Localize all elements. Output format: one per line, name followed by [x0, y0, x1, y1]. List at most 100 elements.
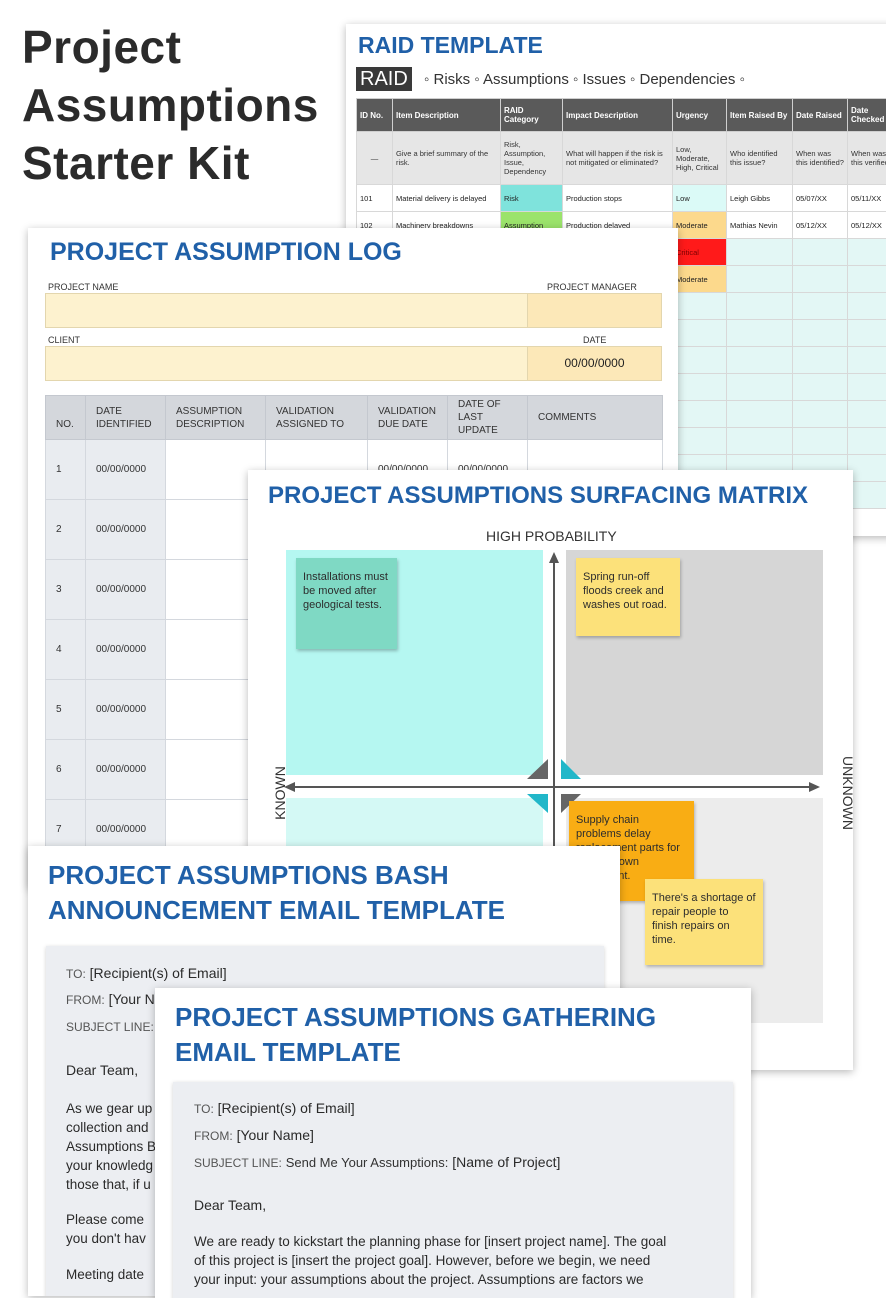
table-cell[interactable]: Low	[673, 185, 727, 212]
table-cell[interactable]	[727, 266, 793, 293]
bash-to-value[interactable]: [Recipient(s) of Email]	[90, 965, 227, 981]
gather-subject-value[interactable]: [Name of Project]	[452, 1154, 560, 1170]
raid-legend: ◦ Risks ◦ Assumptions ◦ Issues ◦ Depende…	[424, 71, 745, 88]
bash-para1-line: Assumptions B	[66, 1137, 156, 1156]
date-field[interactable]: 00/00/0000	[527, 346, 662, 381]
gather-body-line: of this project is [insert the project g…	[194, 1251, 724, 1270]
kit-title-line-1: Project	[22, 18, 319, 76]
gather-title: PROJECT ASSUMPTIONS GATHERING EMAIL TEMP…	[175, 1000, 656, 1070]
table-cell[interactable]: 00/00/0000	[86, 680, 166, 740]
sticky-note-unknown-low-2[interactable]: There's a shortage of repair people to f…	[645, 879, 763, 965]
raid-header-urgency: Urgency	[673, 99, 727, 132]
bash-paragraph-1: As we gear up collection and Assumptions…	[66, 1099, 156, 1194]
raid-header-raised-by: Item Raised By	[727, 99, 793, 132]
table-cell[interactable]: 00/00/0000	[86, 500, 166, 560]
table-cell[interactable]	[848, 239, 886, 266]
raid-title: RAID TEMPLATE	[358, 32, 543, 59]
table-cell: 1	[46, 440, 86, 500]
kit-title-line-3: Starter Kit	[22, 134, 319, 192]
project-name-label: PROJECT NAME	[48, 282, 118, 292]
table-cell[interactable]: Risk	[501, 185, 563, 212]
project-manager-field[interactable]	[527, 293, 662, 328]
table-cell[interactable]: 05/07/XX	[793, 185, 848, 212]
sticky-note-unknown-high[interactable]: Spring run-off floods creek and washes o…	[576, 558, 680, 636]
bash-para1-line: collection and	[66, 1118, 156, 1137]
table-cell[interactable]	[793, 266, 848, 293]
table-cell[interactable]: 101	[357, 185, 393, 212]
table-cell[interactable]: Leigh Gibbs	[727, 185, 793, 212]
bash-meeting-line: Meeting date	[66, 1265, 144, 1284]
table-cell[interactable]: 00/00/0000	[86, 560, 166, 620]
bash-title: PROJECT ASSUMPTIONS BASH ANNOUNCEMENT EM…	[48, 858, 505, 928]
table-cell: 6	[46, 740, 86, 800]
table-cell: —	[357, 132, 393, 185]
table-cell: What will happen if the risk is not miti…	[563, 132, 673, 185]
table-cell[interactable]: 00/00/0000	[86, 620, 166, 680]
bash-paragraph-2: Please come you don't hav	[66, 1210, 146, 1248]
gather-title-line-2: EMAIL TEMPLATE	[175, 1035, 656, 1070]
bash-title-line-2: ANNOUNCEMENT EMAIL TEMPLATE	[48, 893, 505, 928]
gather-from-label: FROM:	[194, 1129, 233, 1143]
raid-header-raid-category: RAID Category	[501, 99, 563, 132]
bash-para1-line: As we gear up	[66, 1099, 156, 1118]
gather-greeting: Dear Team,	[194, 1197, 266, 1213]
table-cell: 2	[46, 500, 86, 560]
log-header-validation-due-date: VALIDATION DUE DATE	[368, 396, 448, 440]
project-name-field[interactable]	[45, 293, 528, 328]
table-cell[interactable]: 00/00/0000	[86, 440, 166, 500]
gather-email-body: TO: [Recipient(s) of Email] FROM: [Your …	[173, 1082, 733, 1298]
table-cell[interactable]: Critical	[673, 239, 727, 266]
gather-from-line: FROM: [Your Name]	[194, 1127, 314, 1143]
table-cell[interactable]	[727, 239, 793, 266]
log-header-validation-assigned-to: VALIDATION ASSIGNED TO	[266, 396, 368, 440]
project-manager-label: PROJECT MANAGER	[547, 282, 637, 292]
table-cell: 5	[46, 680, 86, 740]
table-cell[interactable]: Mathias Nevin	[727, 212, 793, 239]
raid-header-impact-description: Impact Description	[563, 99, 673, 132]
kit-title-line-2: Assumptions	[22, 76, 319, 134]
sticky-note-known-high[interactable]: Installations must be moved after geolog…	[296, 558, 397, 649]
table-row[interactable]: 101 Material delivery is delayed Risk Pr…	[357, 185, 886, 212]
table-cell[interactable]	[793, 239, 848, 266]
log-header-assumption-description: ASSUMPTION DESCRIPTION	[166, 396, 266, 440]
gather-from-value[interactable]: [Your Name]	[237, 1127, 314, 1143]
raid-description-row: — Give a brief summary of the risk. Risk…	[357, 132, 886, 185]
table-cell: Low, Moderate, High, Critical	[673, 132, 727, 185]
table-cell: When was this identified?	[793, 132, 848, 185]
kit-title: Project Assumptions Starter Kit	[22, 18, 319, 192]
table-cell[interactable]: 05/12/XX	[793, 212, 848, 239]
log-header-row: NO. DATE IDENTIFIED ASSUMPTION DESCRIPTI…	[46, 396, 663, 440]
raid-header-item-description: Item Description	[393, 99, 501, 132]
table-cell[interactable]: 05/12/XX	[848, 212, 886, 239]
table-cell[interactable]: Material delivery is delayed	[393, 185, 501, 212]
gather-title-line-1: PROJECT ASSUMPTIONS GATHERING	[175, 1000, 656, 1035]
raid-header-date-raised: Date Raised	[793, 99, 848, 132]
table-cell[interactable]: Moderate	[673, 212, 727, 239]
bash-para1-line: those that, if u	[66, 1175, 156, 1194]
bash-subject-line: SUBJECT LINE:	[66, 1018, 154, 1034]
gather-to-value[interactable]: [Recipient(s) of Email]	[218, 1100, 355, 1116]
log-header-date-identified: DATE IDENTIFIED	[86, 396, 166, 440]
bash-to-label: TO:	[66, 967, 86, 981]
bash-para1-line: your knowledg	[66, 1156, 156, 1175]
gather-body-line: your input: your assumptions about the p…	[194, 1270, 724, 1289]
log-title: PROJECT ASSUMPTION LOG	[50, 238, 402, 267]
table-cell[interactable]: 00/00/0000	[86, 740, 166, 800]
gather-subject-prefix: Send Me Your Assumptions:	[286, 1155, 449, 1170]
log-header-date-of-last-update: DATE OF LAST UPDATE	[448, 396, 528, 440]
table-cell[interactable]: Production stops	[563, 185, 673, 212]
table-cell: When was this verified	[848, 132, 886, 185]
client-field[interactable]	[45, 346, 528, 381]
gathering-email-card[interactable]: PROJECT ASSUMPTIONS GATHERING EMAIL TEMP…	[155, 988, 751, 1298]
log-header-no: NO.	[46, 396, 86, 440]
raid-badge: RAID	[356, 67, 412, 91]
table-cell[interactable]: Moderate	[673, 266, 727, 293]
date-label: DATE	[583, 335, 606, 345]
table-cell[interactable]	[848, 266, 886, 293]
table-cell[interactable]: 05/11/XX	[848, 185, 886, 212]
raid-header-row: ID No. Item Description RAID Category Im…	[357, 99, 886, 132]
table-cell: Risk, Assumption, Issue, Dependency	[501, 132, 563, 185]
table-cell: Who identified this issue?	[727, 132, 793, 185]
raid-header-date-checked: Date Checked	[848, 99, 886, 132]
gather-body-line: We are ready to kickstart the planning p…	[194, 1232, 724, 1251]
